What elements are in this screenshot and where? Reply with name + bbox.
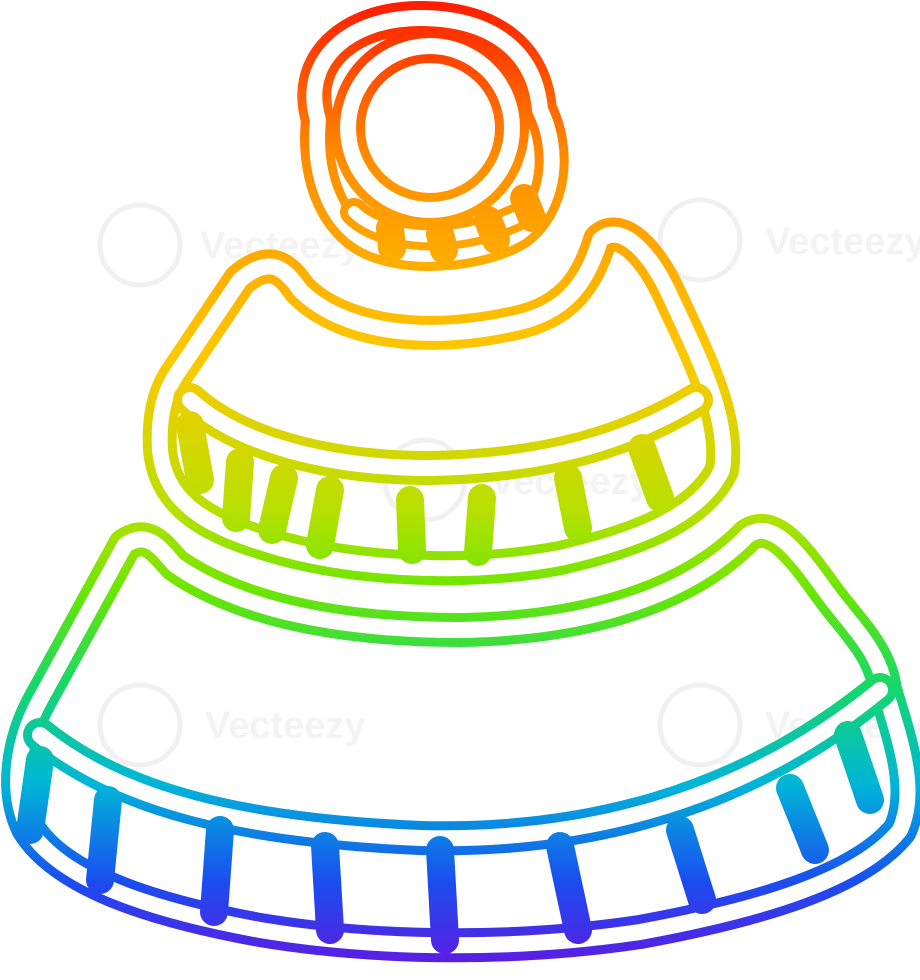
middle-tier (142, 217, 741, 586)
top-knob (297, 1, 569, 271)
watermark-text: Vecteezy (205, 705, 366, 747)
watermark-text: Vecteezy (765, 221, 920, 263)
bottom-tier (1, 514, 920, 963)
